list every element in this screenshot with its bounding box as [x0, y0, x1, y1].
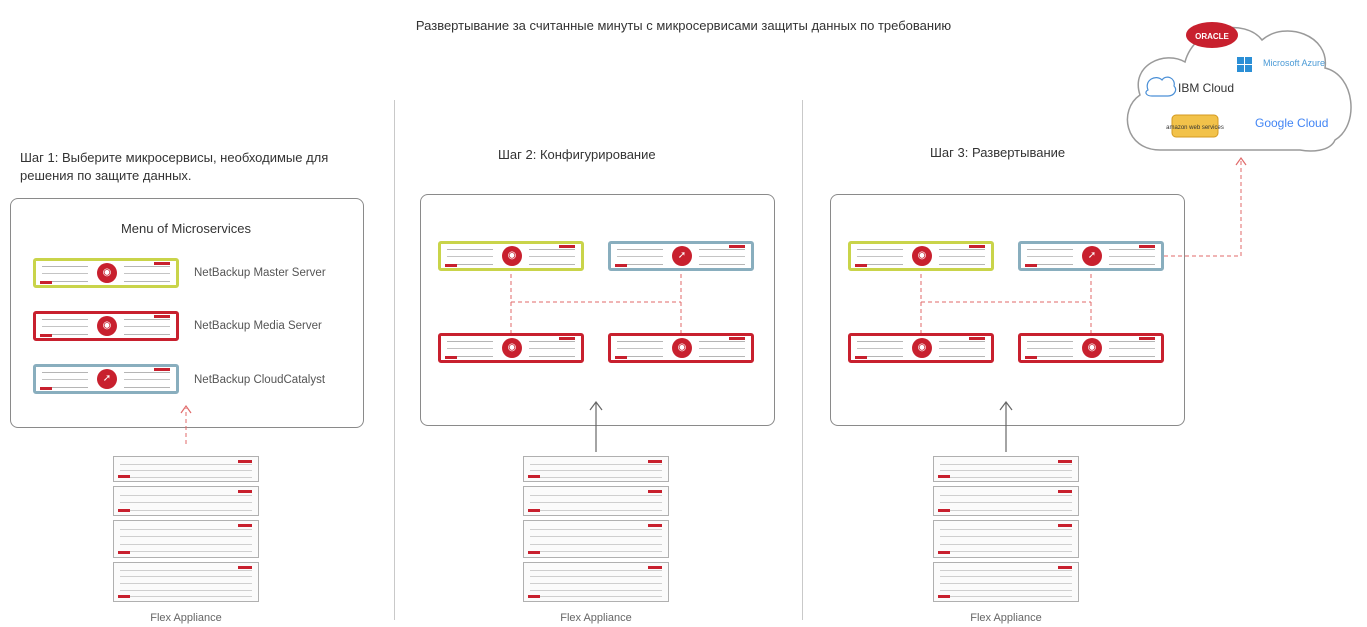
- ibm-cloud-label: IBM Cloud: [1178, 81, 1234, 95]
- rack-unit: [523, 486, 669, 516]
- cloud-connector-line: [1164, 160, 1242, 257]
- menu-item-master-server: NetBackup Master Server: [194, 267, 326, 279]
- ibm-cloud-icon: [1145, 76, 1177, 97]
- menu-item-cloudcatalyst: NetBackup CloudCatalyst: [194, 374, 326, 386]
- rack-unit: [113, 520, 259, 558]
- oracle-label: ORACLE: [1195, 32, 1229, 41]
- master-server-icon: ◉: [848, 241, 994, 271]
- rack-unit: [933, 520, 1079, 558]
- menu-title: Menu of Microservices: [120, 221, 252, 236]
- cloudcatalyst-icon: ➚: [1018, 241, 1164, 271]
- cloudcatalyst-icon: ➚: [608, 241, 754, 271]
- column-divider: [802, 100, 803, 620]
- media-server-icon: ◉: [438, 333, 584, 363]
- media-server-icon: ◉: [848, 333, 994, 363]
- master-server-icon: ◉: [33, 258, 179, 288]
- appliance-label: Flex Appliance: [970, 612, 1042, 624]
- azure-logo: [1237, 57, 1252, 72]
- cloudcatalyst-icon: ➚: [33, 364, 179, 394]
- flex-appliance-rack: [113, 456, 259, 602]
- column-divider: [394, 100, 395, 620]
- master-server-icon: ◉: [438, 241, 584, 271]
- step-1-label: Шаг 1: Выберите микросервисы, необходимы…: [20, 150, 329, 183]
- arrow-up-icon: [589, 401, 603, 411]
- media-server-icon: ◉: [608, 333, 754, 363]
- appliance-label: Flex Appliance: [560, 612, 632, 624]
- rack-unit: [933, 486, 1079, 516]
- oracle-logo: [1186, 22, 1238, 48]
- google-cloud-label: Google Cloud: [1255, 116, 1328, 130]
- aws-label: amazon web services: [1166, 125, 1224, 131]
- rack-unit: [933, 456, 1079, 482]
- media-server-icon: ◉: [33, 311, 179, 341]
- configuration-panel: [420, 194, 775, 426]
- flex-appliance-rack: [933, 456, 1079, 602]
- rack-unit: [523, 520, 669, 558]
- arrow-up-icon: [180, 404, 192, 414]
- rack-unit: [523, 562, 669, 602]
- rack-unit: [523, 456, 669, 482]
- rack-unit: [113, 562, 259, 602]
- rack-unit: [113, 456, 259, 482]
- page-title: Развертывание за считанные минуты с микр…: [415, 18, 952, 33]
- appliance-label: Flex Appliance: [150, 612, 222, 624]
- rack-unit: [933, 562, 1079, 602]
- media-server-icon: ◉: [1018, 333, 1164, 363]
- deployment-panel: [830, 194, 1185, 426]
- aws-logo: [1171, 114, 1219, 138]
- arrow-up-icon: [999, 401, 1013, 411]
- menu-item-media-server: NetBackup Media Server: [194, 320, 322, 332]
- arrow-up-icon: [1235, 156, 1247, 166]
- step-3-label: Шаг 3: Развертывание: [930, 145, 1066, 160]
- cloud-shape: [1126, 26, 1352, 152]
- rack-unit: [113, 486, 259, 516]
- flex-appliance-rack: [523, 456, 669, 602]
- azure-label: Microsoft Azure: [1263, 58, 1325, 68]
- step-2-label: Шаг 2: Конфигурирование: [498, 147, 656, 162]
